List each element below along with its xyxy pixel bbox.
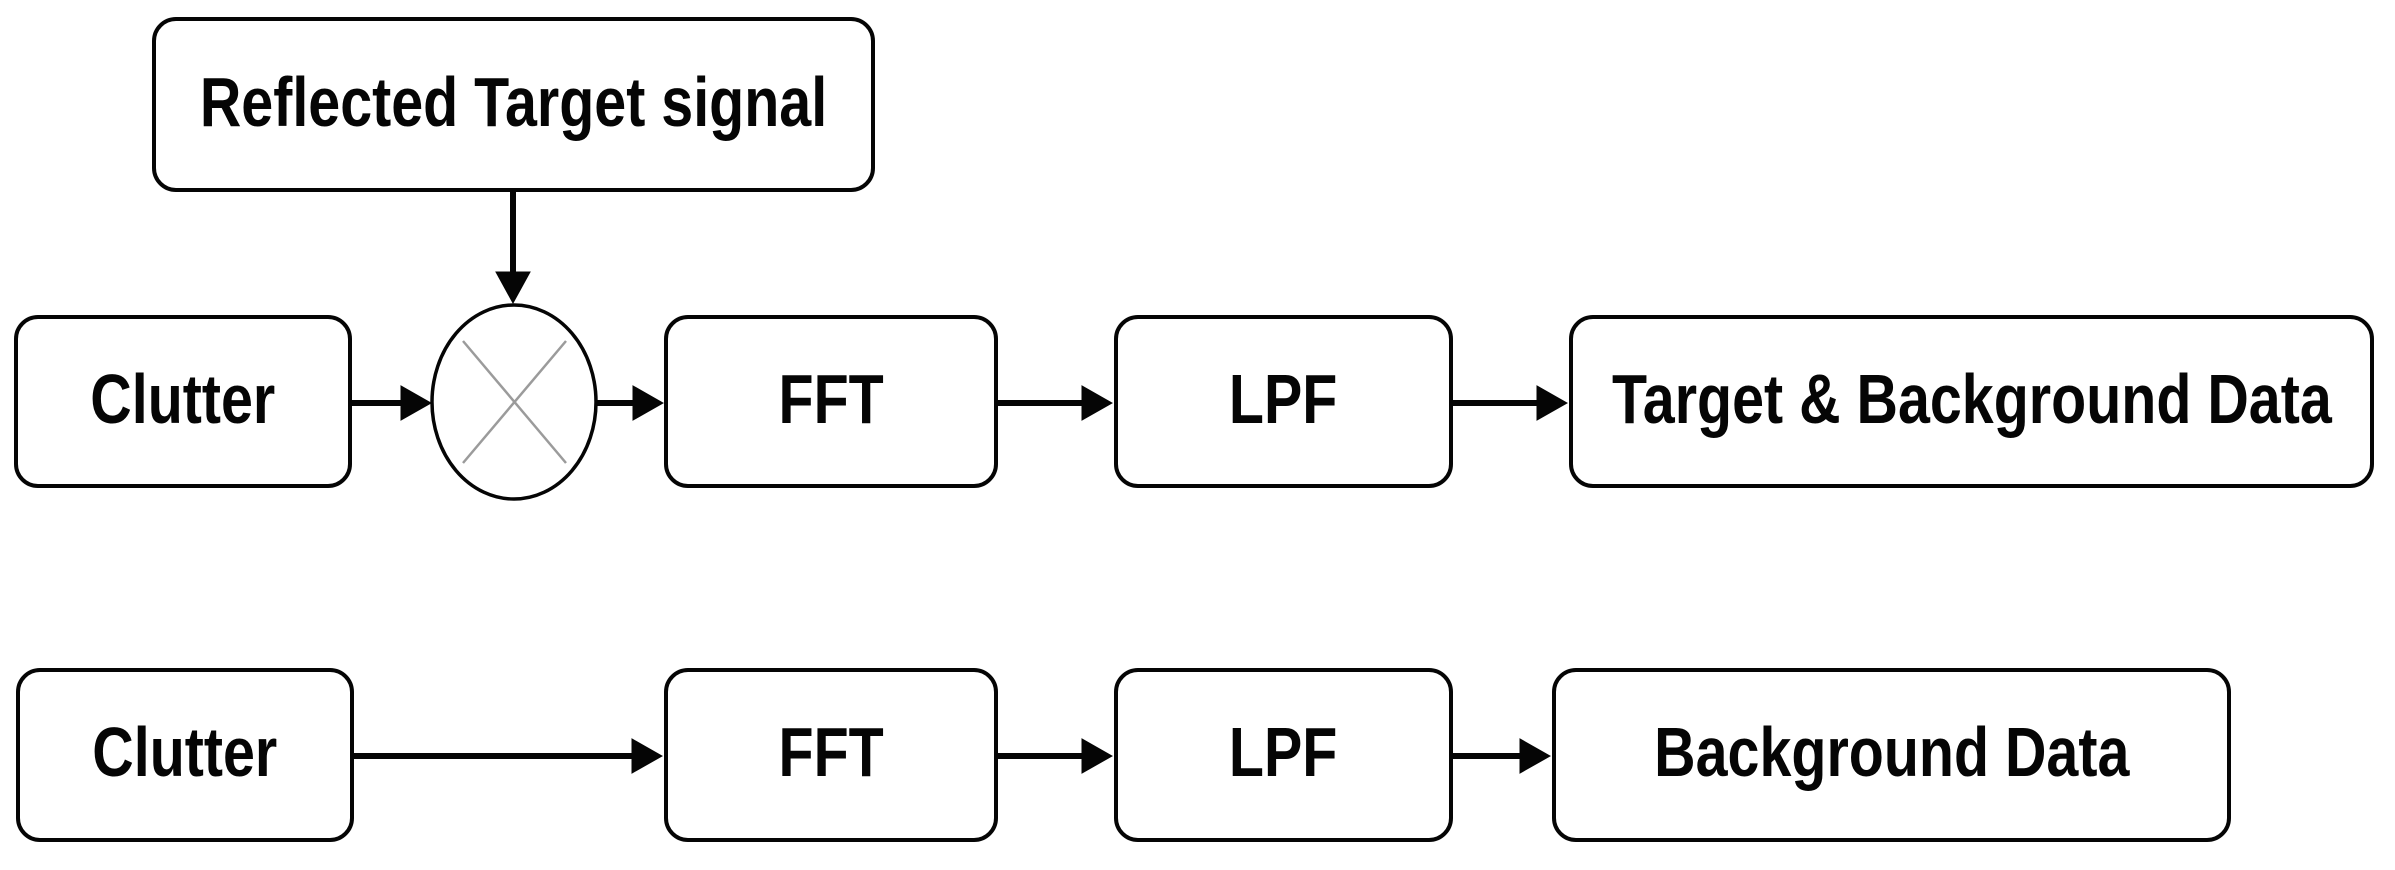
clutter-box-bottom: Clutter [16, 668, 354, 842]
arrow-fft-to-lpf-bottom [998, 738, 1114, 774]
background-data-label: Background Data [1653, 713, 2130, 791]
arrow-clutter-to-fft [354, 738, 664, 774]
arrow-clutter-to-mixer [352, 385, 433, 421]
arrow-fft-to-lpf-top [998, 385, 1114, 421]
reflected-target-signal-box: Reflected Target signal [152, 17, 875, 192]
background-data-box: Background Data [1552, 668, 2231, 842]
clutter-label-top: Clutter [90, 359, 276, 438]
fft-label-top: FFT [778, 359, 884, 438]
lpf-box-bottom: LPF [1114, 668, 1453, 842]
clutter-box-top: Clutter [14, 315, 352, 488]
reflected-target-signal-label: Reflected Target signal [199, 62, 828, 141]
arrow-reflected-to-mixer [495, 192, 531, 305]
lpf-label-bottom: LPF [1229, 713, 1338, 791]
mixer-multiply-icon [430, 303, 598, 501]
clutter-label-bottom: Clutter [92, 713, 278, 791]
fft-label-bottom: FFT [778, 713, 884, 791]
target-background-data-box: Target & Background Data [1569, 315, 2374, 488]
fft-box-top: FFT [664, 315, 998, 488]
arrow-lpf-to-target-background-data [1453, 385, 1569, 421]
lpf-box-top: LPF [1114, 315, 1453, 488]
arrow-lpf-to-background-data [1453, 738, 1552, 774]
target-background-data-label: Target & Background Data [1611, 359, 2332, 438]
arrow-mixer-to-fft [597, 385, 665, 421]
lpf-label-top: LPF [1229, 359, 1338, 438]
fft-box-bottom: FFT [664, 668, 998, 842]
